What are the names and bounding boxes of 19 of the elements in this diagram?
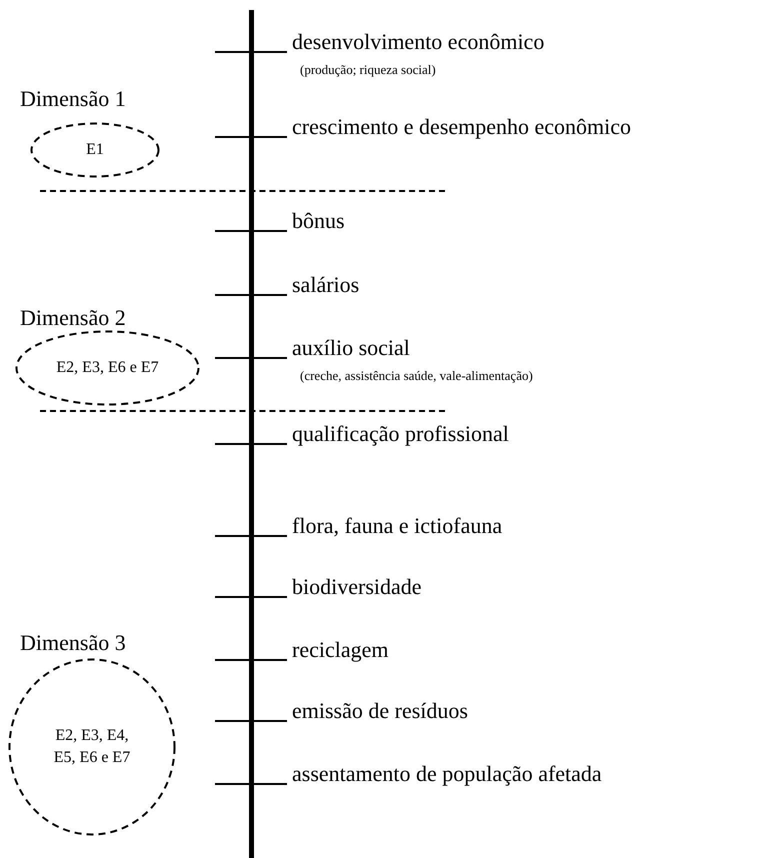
dimension-heading: Dimensão 3	[20, 630, 126, 656]
item-label: crescimento e desempenho econômico	[292, 114, 632, 140]
ellipse-text: E2, E3, E4, E5, E6 e E7	[52, 726, 132, 768]
item-label: auxílio social	[292, 335, 410, 361]
item-label: reciclagem	[292, 637, 388, 663]
note-text: (creche, assistência saúde, vale-alimentação)	[300, 368, 533, 384]
item-label: flora, fauna e ictiofauna	[292, 513, 502, 539]
dimension-heading: Dimensão 2	[20, 305, 126, 331]
item-label: emissão de resíduos	[292, 698, 468, 724]
item-label: qualificação profissional	[292, 421, 509, 447]
item-label: biodiversidade	[292, 574, 422, 600]
ellipse-text: E1	[85, 140, 105, 160]
note-text: (produção; riqueza social)	[300, 62, 436, 78]
dimension-heading: Dimensão 1	[20, 86, 126, 112]
item-label: bônus	[292, 208, 345, 234]
item-label: desenvolvimento econômico	[292, 29, 544, 55]
item-label: salários	[292, 272, 360, 298]
ellipse-text: E2, E3, E6 e E7	[55, 358, 160, 378]
item-label: assentamento de população afetada	[292, 761, 602, 787]
